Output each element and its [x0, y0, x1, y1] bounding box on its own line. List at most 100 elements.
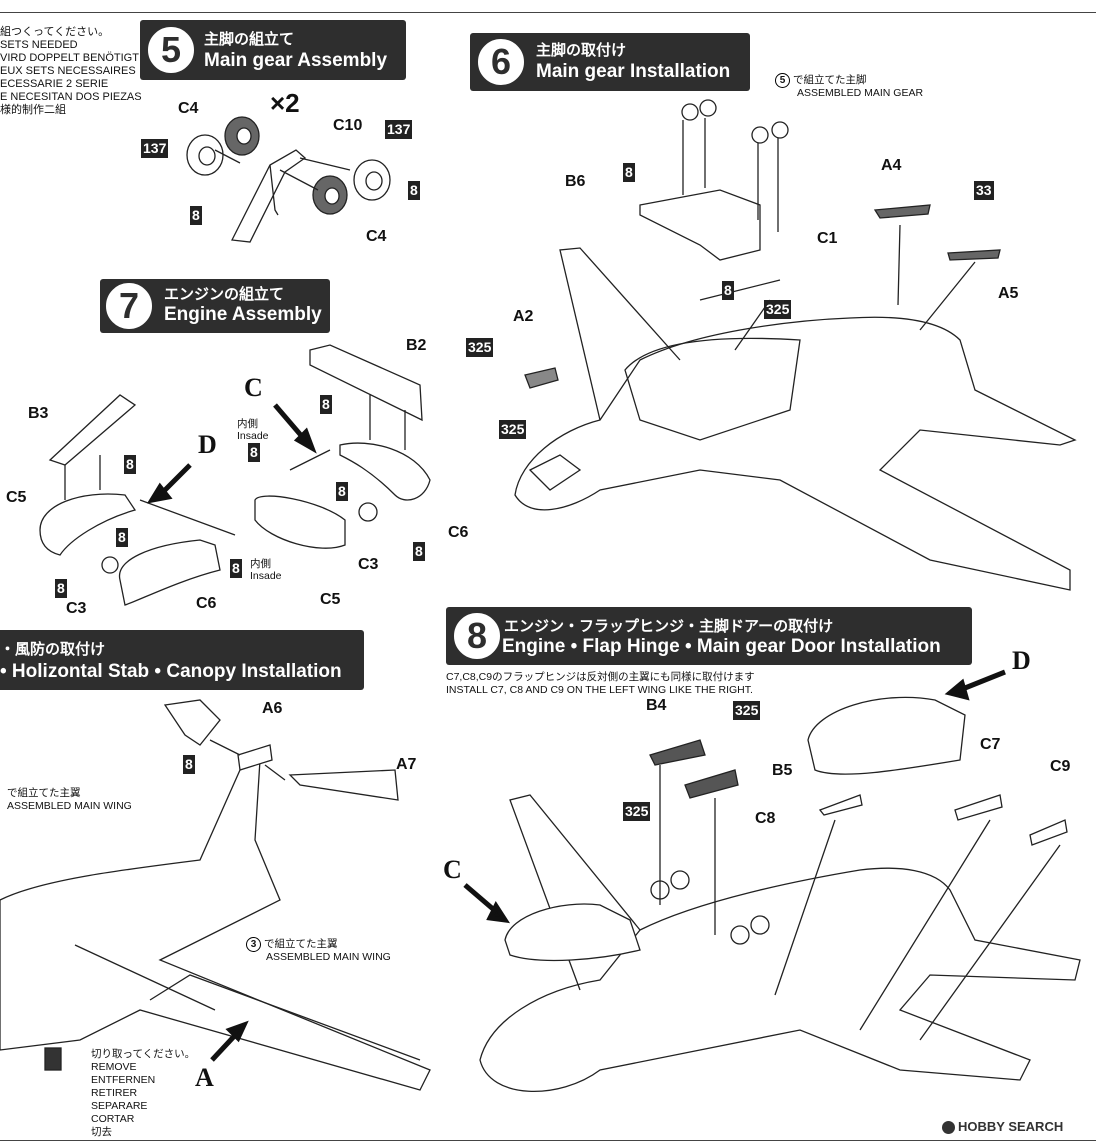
- step7-number: 7: [104, 281, 154, 331]
- step5-title-en: Main gear Assembly: [204, 50, 388, 71]
- cut-note-line-3: ENTFERNEN: [91, 1074, 156, 1086]
- partial-ref-top-en: ASSEMBLED MAIN WING: [7, 800, 132, 812]
- step5-number: 5: [146, 25, 196, 75]
- step8-title-ja: エンジン・フラップヒンジ・主脚ドアーの取付け: [504, 618, 834, 635]
- step8-label-c7: C7: [980, 736, 1001, 753]
- step6-paint-33: 33: [974, 181, 994, 200]
- step6-paint-8-top: 8: [623, 163, 635, 182]
- step5-multiplier: ×2: [270, 88, 300, 118]
- watermark: HOBBY SEARCH: [942, 1119, 1063, 1135]
- step7-label-c5-right: C5: [320, 591, 341, 608]
- step7-label-b2: B2: [406, 337, 427, 354]
- step5-paint-8-right: 8: [408, 181, 420, 200]
- step6-label-b6: B6: [565, 173, 586, 190]
- step8-paint-325-left: 325: [623, 802, 651, 821]
- step7-title-en: Engine Assembly: [164, 304, 322, 325]
- watermark-logo-icon: [942, 1121, 955, 1135]
- step7-label-c6-left: C6: [196, 595, 217, 612]
- partial-paint-8: 8: [183, 755, 195, 774]
- partial-ref-circle: 3: [246, 937, 261, 952]
- step7-paint-8-8: 8: [55, 579, 67, 598]
- step5-banner: 5 主脚の組立て Main gear Assembly: [140, 20, 406, 80]
- step5-paint-8-left: 8: [190, 206, 202, 225]
- step5-label-c4-bottom: C4: [366, 228, 387, 245]
- top-rule: [0, 12, 1096, 13]
- step6-paint-8-mid: 8: [722, 281, 734, 300]
- partial-step-banner: ・風防の取付け • Holizontal Stab • Canopy Insta…: [0, 630, 364, 690]
- step6-ref-circle: 5: [775, 73, 790, 88]
- step5-paint-137-left: 137: [141, 139, 169, 158]
- step7-paint-8-6: 8: [413, 542, 425, 561]
- step7-label-c3-left: C3: [66, 600, 87, 617]
- step8-arrow-c: C: [443, 855, 462, 884]
- step6-ref-en: ASSEMBLED MAIN GEAR: [797, 87, 924, 99]
- step7-paint-8-5: 8: [116, 528, 128, 547]
- step6-paint-325-c: 325: [499, 420, 527, 439]
- cut-note-line-4: RETIRER: [91, 1087, 138, 1099]
- partial-step-title-ja: ・風防の取付け: [0, 641, 106, 658]
- step5-label-c4-top: C4: [178, 100, 199, 117]
- step6-paint-325-a: 325: [764, 300, 792, 319]
- step8-note-en: INSTALL C7, C8 AND C9 ON THE LEFT WING L…: [446, 684, 753, 696]
- step8-title-en: Engine • Flap Hinge • Main gear Door Ins…: [502, 636, 941, 657]
- step7-title-ja: エンジンの組立て: [164, 286, 285, 303]
- step7-engine-drawing: [39, 344, 431, 606]
- partial-ref-num: 3: [246, 937, 261, 952]
- cut-note-line-1: 切り取ってください。: [91, 1048, 196, 1060]
- step7-label-c3-right: C3: [358, 556, 379, 573]
- step6-aircraft-drawing: [514, 99, 1077, 591]
- partial-ref-ja: で組立てた主翼: [264, 938, 338, 950]
- direction-arrows: [146, 403, 1006, 1062]
- step7-inside-ja-top: 内側: [237, 418, 258, 430]
- step6-number: 6: [476, 37, 526, 87]
- step8-paint-325-top: 325: [733, 701, 761, 720]
- step8-number: 8: [452, 611, 502, 661]
- step8-arrow-d: D: [1012, 646, 1031, 675]
- step7-inside-ja-bottom: 内側: [250, 558, 271, 570]
- cut-note-line-6: CORTAR: [91, 1113, 135, 1125]
- partial-label-a7: A7: [396, 756, 417, 773]
- step6-banner: 6 主脚の取付け Main gear Installation: [470, 33, 750, 91]
- partial-step-title-en: • Holizontal Stab • Canopy Installation: [0, 661, 342, 682]
- step7-arrow-d: D: [198, 430, 217, 459]
- double-set-note-line-3: VIRD DOPPELT BENÖTIGT: [0, 52, 139, 64]
- step6-label-a4: A4: [881, 157, 902, 174]
- step7-paint-8-2: 8: [248, 443, 260, 462]
- step7-paint-8-4: 8: [336, 482, 348, 501]
- double-set-note-line-2: SETS NEEDED: [0, 39, 78, 51]
- step7-label-c5-left: C5: [6, 489, 27, 506]
- step8-label-b5: B5: [772, 762, 793, 779]
- partial-ref-top-ja: で組立てた主翼: [7, 787, 81, 799]
- double-set-note-line-6: E NECESITAN DOS PIEZAS: [0, 91, 142, 103]
- double-set-note-line-1: 組つくってください。: [0, 26, 110, 38]
- partial-label-a6: A6: [262, 700, 283, 717]
- step5-wheel-drawing: [186, 116, 391, 243]
- cut-note-line-7: 切去: [91, 1126, 112, 1138]
- partial-arrow-a: A: [195, 1063, 214, 1092]
- step6-ref-num: 5: [775, 73, 790, 88]
- step7-label-b3: B3: [28, 405, 49, 422]
- step5-label-c10: C10: [333, 117, 363, 134]
- step7-paint-8-7: 8: [230, 559, 242, 578]
- step7-paint-8-1: 8: [320, 395, 332, 414]
- step5-paint-137-right: 137: [385, 120, 413, 139]
- step6-ref-ja: で組立てた主脚: [793, 74, 867, 86]
- step7-inside-en-bottom: Insade: [250, 570, 282, 582]
- double-set-note-line-7: 様的制作二組: [0, 104, 66, 116]
- step7-paint-8-3: 8: [124, 455, 136, 474]
- step7-label-c6-right: C6: [448, 524, 469, 541]
- step7-inside-en-top: Insade: [237, 430, 269, 442]
- step7-arrow-c: C: [244, 373, 263, 402]
- step8-note-ja: C7,C8,C9のフラップヒンジは反対側の主翼にも同様に取付けます: [446, 671, 755, 683]
- step8-label-c8: C8: [755, 810, 776, 827]
- step6-title-en: Main gear Installation: [536, 61, 731, 82]
- partial-step-aircraft-drawing: [0, 699, 431, 1091]
- cut-note-line-5: SEPARARE: [91, 1100, 148, 1112]
- cut-note-line-2: REMOVE: [91, 1061, 137, 1073]
- step8-label-b4: B4: [646, 697, 667, 714]
- step6-label-c1: C1: [817, 230, 838, 247]
- step7-banner: 7 エンジンの組立て Engine Assembly: [100, 279, 330, 333]
- bottom-rule: [0, 1140, 1096, 1141]
- double-set-note-line-4: EUX SETS NECESSAIRES: [0, 65, 136, 77]
